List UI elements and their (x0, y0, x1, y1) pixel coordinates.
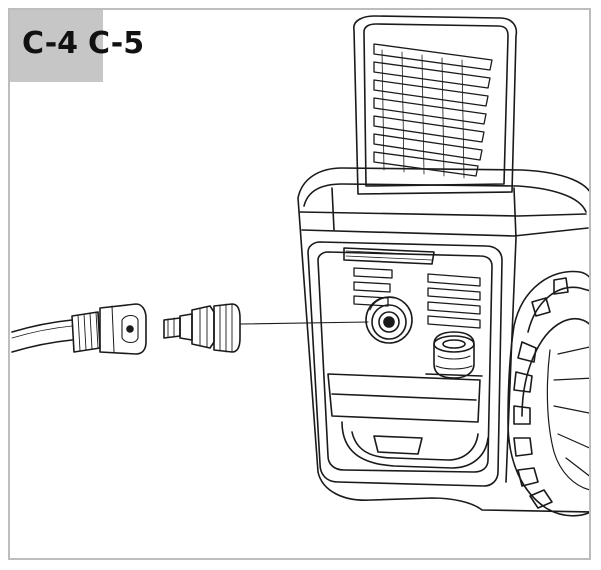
step-label: C-4 C-5 (22, 26, 144, 61)
figure-frame: C-4 C-5 (8, 8, 591, 560)
step-label-c4: C-4 (22, 26, 79, 61)
hose-coupler (71, 303, 147, 355)
step-label-box (10, 10, 103, 82)
machine-upper-body (353, 15, 518, 195)
outlet-connector (425, 331, 483, 379)
alignment-line (239, 321, 369, 325)
quick-connect-adapter (163, 303, 241, 353)
machine-housing (297, 167, 589, 513)
garden-hose (11, 319, 73, 353)
upper-vent-slats (373, 43, 493, 179)
front-panel (307, 241, 503, 487)
water-inlet-port (365, 296, 413, 344)
lower-bracket (327, 373, 489, 469)
wheel (507, 270, 589, 517)
panel-vents (353, 267, 481, 329)
pressure-washer-illustration (11, 15, 589, 517)
step-label-c5: C-5 (88, 26, 145, 61)
